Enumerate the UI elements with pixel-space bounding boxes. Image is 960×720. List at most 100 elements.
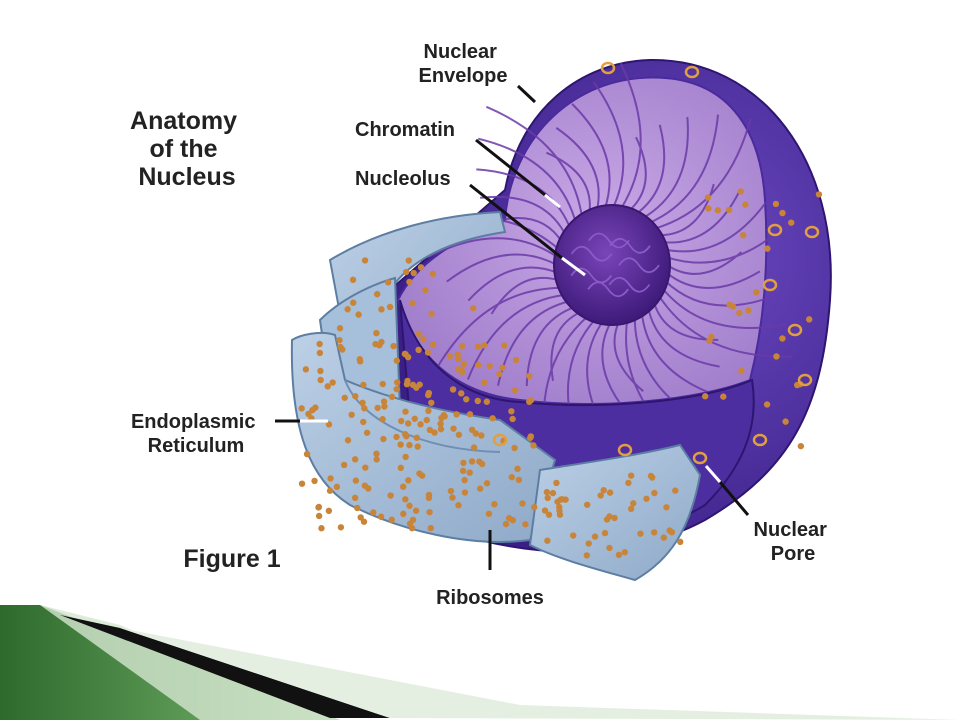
ribosome-dot (514, 465, 521, 473)
ribosome-dot (726, 301, 733, 309)
ribosome-dot (351, 494, 359, 502)
ribosome-dot (401, 430, 409, 438)
ribosome-dot (544, 537, 551, 544)
ribosome-dot (423, 416, 430, 424)
ribosome-dot (649, 474, 656, 481)
ribosome-dot (344, 437, 352, 444)
chromatin-strand (525, 305, 577, 386)
ribosome-dot (475, 361, 482, 369)
ribosome-dot (737, 188, 744, 195)
ribosome-dot (453, 411, 460, 418)
chromatin-strand (626, 136, 647, 213)
ribosome-dot (355, 311, 362, 318)
ribosome-dot (742, 201, 749, 208)
ribosome-dot (437, 420, 444, 428)
ribosome-dot (393, 379, 401, 386)
ribosome-dot (585, 540, 592, 547)
ribosome-dot (486, 362, 493, 370)
ribosome-dot (449, 386, 457, 393)
ribosome-dot (357, 514, 364, 521)
ribosome-dot (361, 257, 369, 264)
ribosome-dot (763, 401, 771, 408)
ribosome-dot (400, 483, 407, 490)
ribosome-dot (753, 289, 760, 296)
ribosome-dot (455, 502, 462, 509)
ribosome-dot (390, 342, 397, 350)
chromatin-strand (640, 311, 716, 396)
title-line-1: Anatomy (130, 107, 237, 135)
ribosome-dot (311, 477, 318, 485)
ribosome-dot (459, 368, 466, 376)
footer-black-stripe (60, 615, 390, 718)
ribosome-dot (302, 366, 310, 373)
ribosome-dot (476, 458, 483, 465)
ribosome-dot (556, 507, 563, 515)
ribosome-dot (425, 391, 432, 399)
label-nuclear-envelope-line-1: Nuclear (424, 41, 498, 63)
ribosome-dot (736, 309, 743, 317)
ribosome-dot (501, 342, 508, 349)
ribosome-dot (417, 421, 424, 428)
ribosome-dot (377, 513, 385, 520)
ribosome-dot (325, 421, 333, 428)
ribosome-dot (764, 245, 771, 252)
ribosome-dot (318, 525, 325, 532)
leader-chromatin (475, 138, 546, 197)
ribosome-dot (502, 520, 510, 528)
ribosome-dot (305, 410, 312, 418)
ribosome-dot (424, 349, 432, 356)
chromatin-strand (490, 276, 560, 315)
ribosome-dot (425, 407, 432, 415)
footer-pale-band (120, 628, 960, 720)
ribosome-dot (336, 336, 343, 344)
ribosome-dot (459, 467, 467, 475)
ribosome-dot (401, 350, 409, 358)
ribosome-dot (468, 426, 476, 433)
ribosome-dot (317, 376, 324, 384)
chromatin-strand (550, 310, 583, 381)
nuclear-pore-rings (492, 61, 820, 465)
ribosome-dot (402, 268, 410, 276)
nucleolus-fiber (609, 238, 651, 254)
ribosome-dot (630, 500, 637, 507)
ribosome-dot (414, 443, 421, 450)
ribosome-dot (398, 417, 405, 425)
ribosome-dot (315, 512, 323, 520)
ribosome-dot (512, 356, 520, 364)
ribosome-dot (562, 496, 569, 503)
ribosome-dot (406, 278, 413, 286)
ribosome-dot (704, 194, 712, 201)
chromatin-strand (427, 237, 559, 259)
diagram-title: Anatomy of the Nucleus (130, 107, 244, 191)
ribosome-dot (725, 206, 733, 214)
ribosome-dot (381, 403, 388, 410)
ribosome-dot (511, 387, 519, 394)
er-fragment-right (528, 443, 702, 582)
ribosome-dot (426, 426, 434, 434)
ribosome-dot (505, 514, 513, 522)
nucleolus-fiber (571, 245, 613, 262)
ribosome-dots (298, 188, 823, 559)
ribosome-dot (660, 534, 667, 541)
ribosome-dot (591, 533, 599, 540)
ribosome-dot (418, 472, 426, 479)
ribosome-dot (327, 475, 334, 482)
ribosome-dot (651, 529, 658, 536)
ribosome-dot (404, 420, 412, 427)
ribosome-dot (470, 305, 477, 312)
ribosome-dot (455, 431, 463, 438)
label-er-line-1: Endoplasmic (131, 411, 255, 433)
ribosome-dot (417, 264, 425, 271)
ribosome-dot (458, 390, 465, 397)
ribosome-dot (380, 435, 387, 443)
ribosome-dot (663, 504, 670, 511)
nucleolus-fiber (608, 277, 650, 293)
chromatin-strand (446, 253, 558, 283)
chromatin-strand (467, 266, 558, 302)
chromatin-strand (658, 183, 715, 237)
chromatin-strand (653, 117, 752, 230)
ribosome-dot (446, 353, 453, 360)
ribosome-dot (412, 507, 420, 514)
ribosome-dot (600, 487, 607, 494)
